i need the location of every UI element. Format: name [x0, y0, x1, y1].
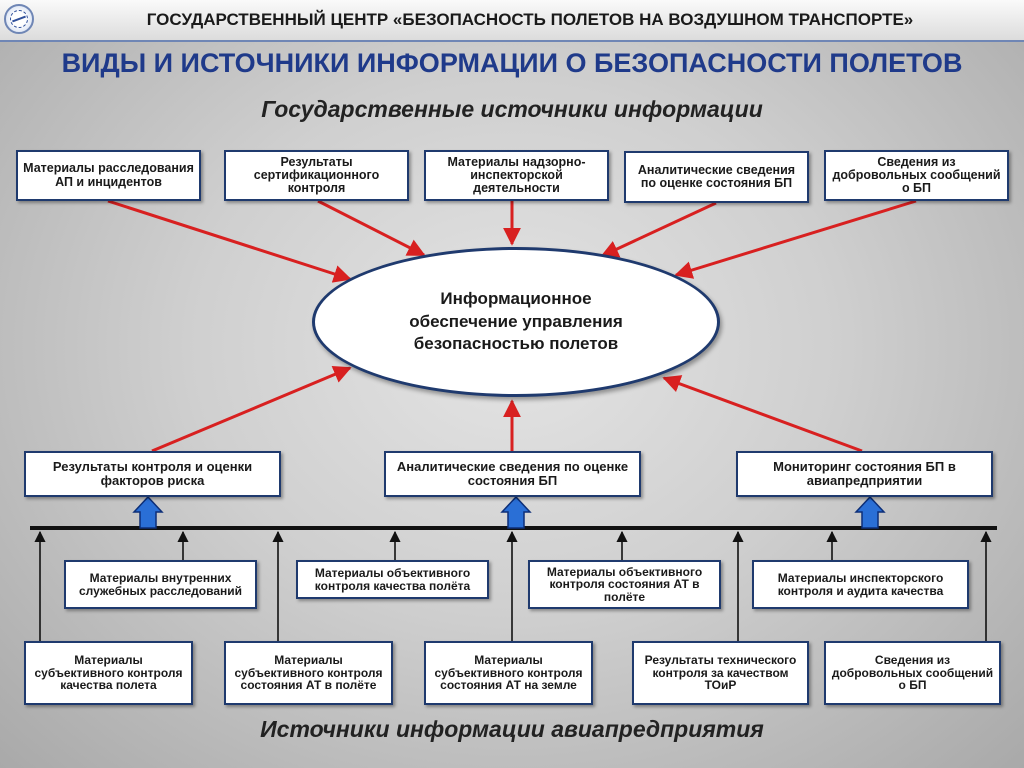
enterprise-sources-heading: Источники информации авиапредприятия [260, 716, 764, 742]
enterprise-source-technical-control: Результаты технического контроля за каче… [632, 641, 809, 705]
center-information-support: Информационное обеспечение управления бе… [312, 247, 720, 397]
enterprise-source-subjective-aircraft-flight: Материалы субъективного контроля состоян… [224, 641, 393, 705]
organization-name: ГОСУДАРСТВЕННЫЙ ЦЕНТР «БЕЗОПАСНОСТЬ ПОЛЕ… [146, 10, 914, 29]
logo-icon [4, 4, 34, 34]
block-arrow-left [132, 495, 164, 529]
enterprise-source-voluntary-reports: Сведения из добровольных сообщений о БП [824, 641, 1001, 705]
enterprise-source-objective-flight-quality: Материалы объективного контроля качества… [296, 560, 489, 599]
enterprise-source-subjective-flight-quality: Материалы субъективного контроля качеств… [24, 641, 193, 705]
arrow-source4-to-center [600, 201, 717, 258]
state-source-certification: Результаты сертификационного контроля [224, 150, 409, 201]
state-source-investigations: Материалы расследования АП и инцидентов [16, 150, 201, 201]
state-source-analytics: Аналитические сведения по оценке состоян… [624, 151, 809, 203]
aggregate-analytics: Аналитические сведения по оценке состоян… [384, 451, 641, 497]
state-source-supervision: Материалы надзорно-инспекторской деятель… [424, 150, 609, 201]
arrow-agg1-to-center [151, 365, 352, 453]
aggregate-monitoring: Мониторинг состояния БП в авиапредприяти… [736, 451, 993, 497]
enterprise-source-internal-investigations: Материалы внутренних служебных расследов… [64, 560, 257, 609]
enterprise-source-inspection-audit: Материалы инспекторского контроля и ауди… [752, 560, 969, 609]
block-arrow-center [500, 495, 532, 529]
enterprise-source-subjective-aircraft-ground: Материалы субъективного контроля состоян… [424, 641, 593, 705]
arrow-source5-to-center [674, 199, 917, 279]
header-bar: ГОСУДАРСТВЕННЫЙ ЦЕНТР «БЕЗОПАСНОСТЬ ПОЛЕ… [0, 0, 1024, 42]
block-arrow-right [854, 495, 886, 529]
arrow-agg3-to-center [662, 375, 863, 453]
state-sources-heading: Государственные источники информации [261, 96, 763, 122]
state-source-voluntary-reports: Сведения из добровольных сообщений о БП [824, 150, 1009, 201]
arrow-source2-to-center [317, 199, 426, 257]
enterprise-source-objective-aircraft-state: Материалы объективного контроля состояни… [528, 560, 721, 609]
aggregate-risk-control: Результаты контроля и оценки факторов ри… [24, 451, 281, 497]
page-title: ВИДЫ И ИСТОЧНИКИ ИНФОРМАЦИИ О БЕЗОПАСНОС… [61, 48, 963, 78]
arrow-source1-to-center [107, 199, 352, 283]
